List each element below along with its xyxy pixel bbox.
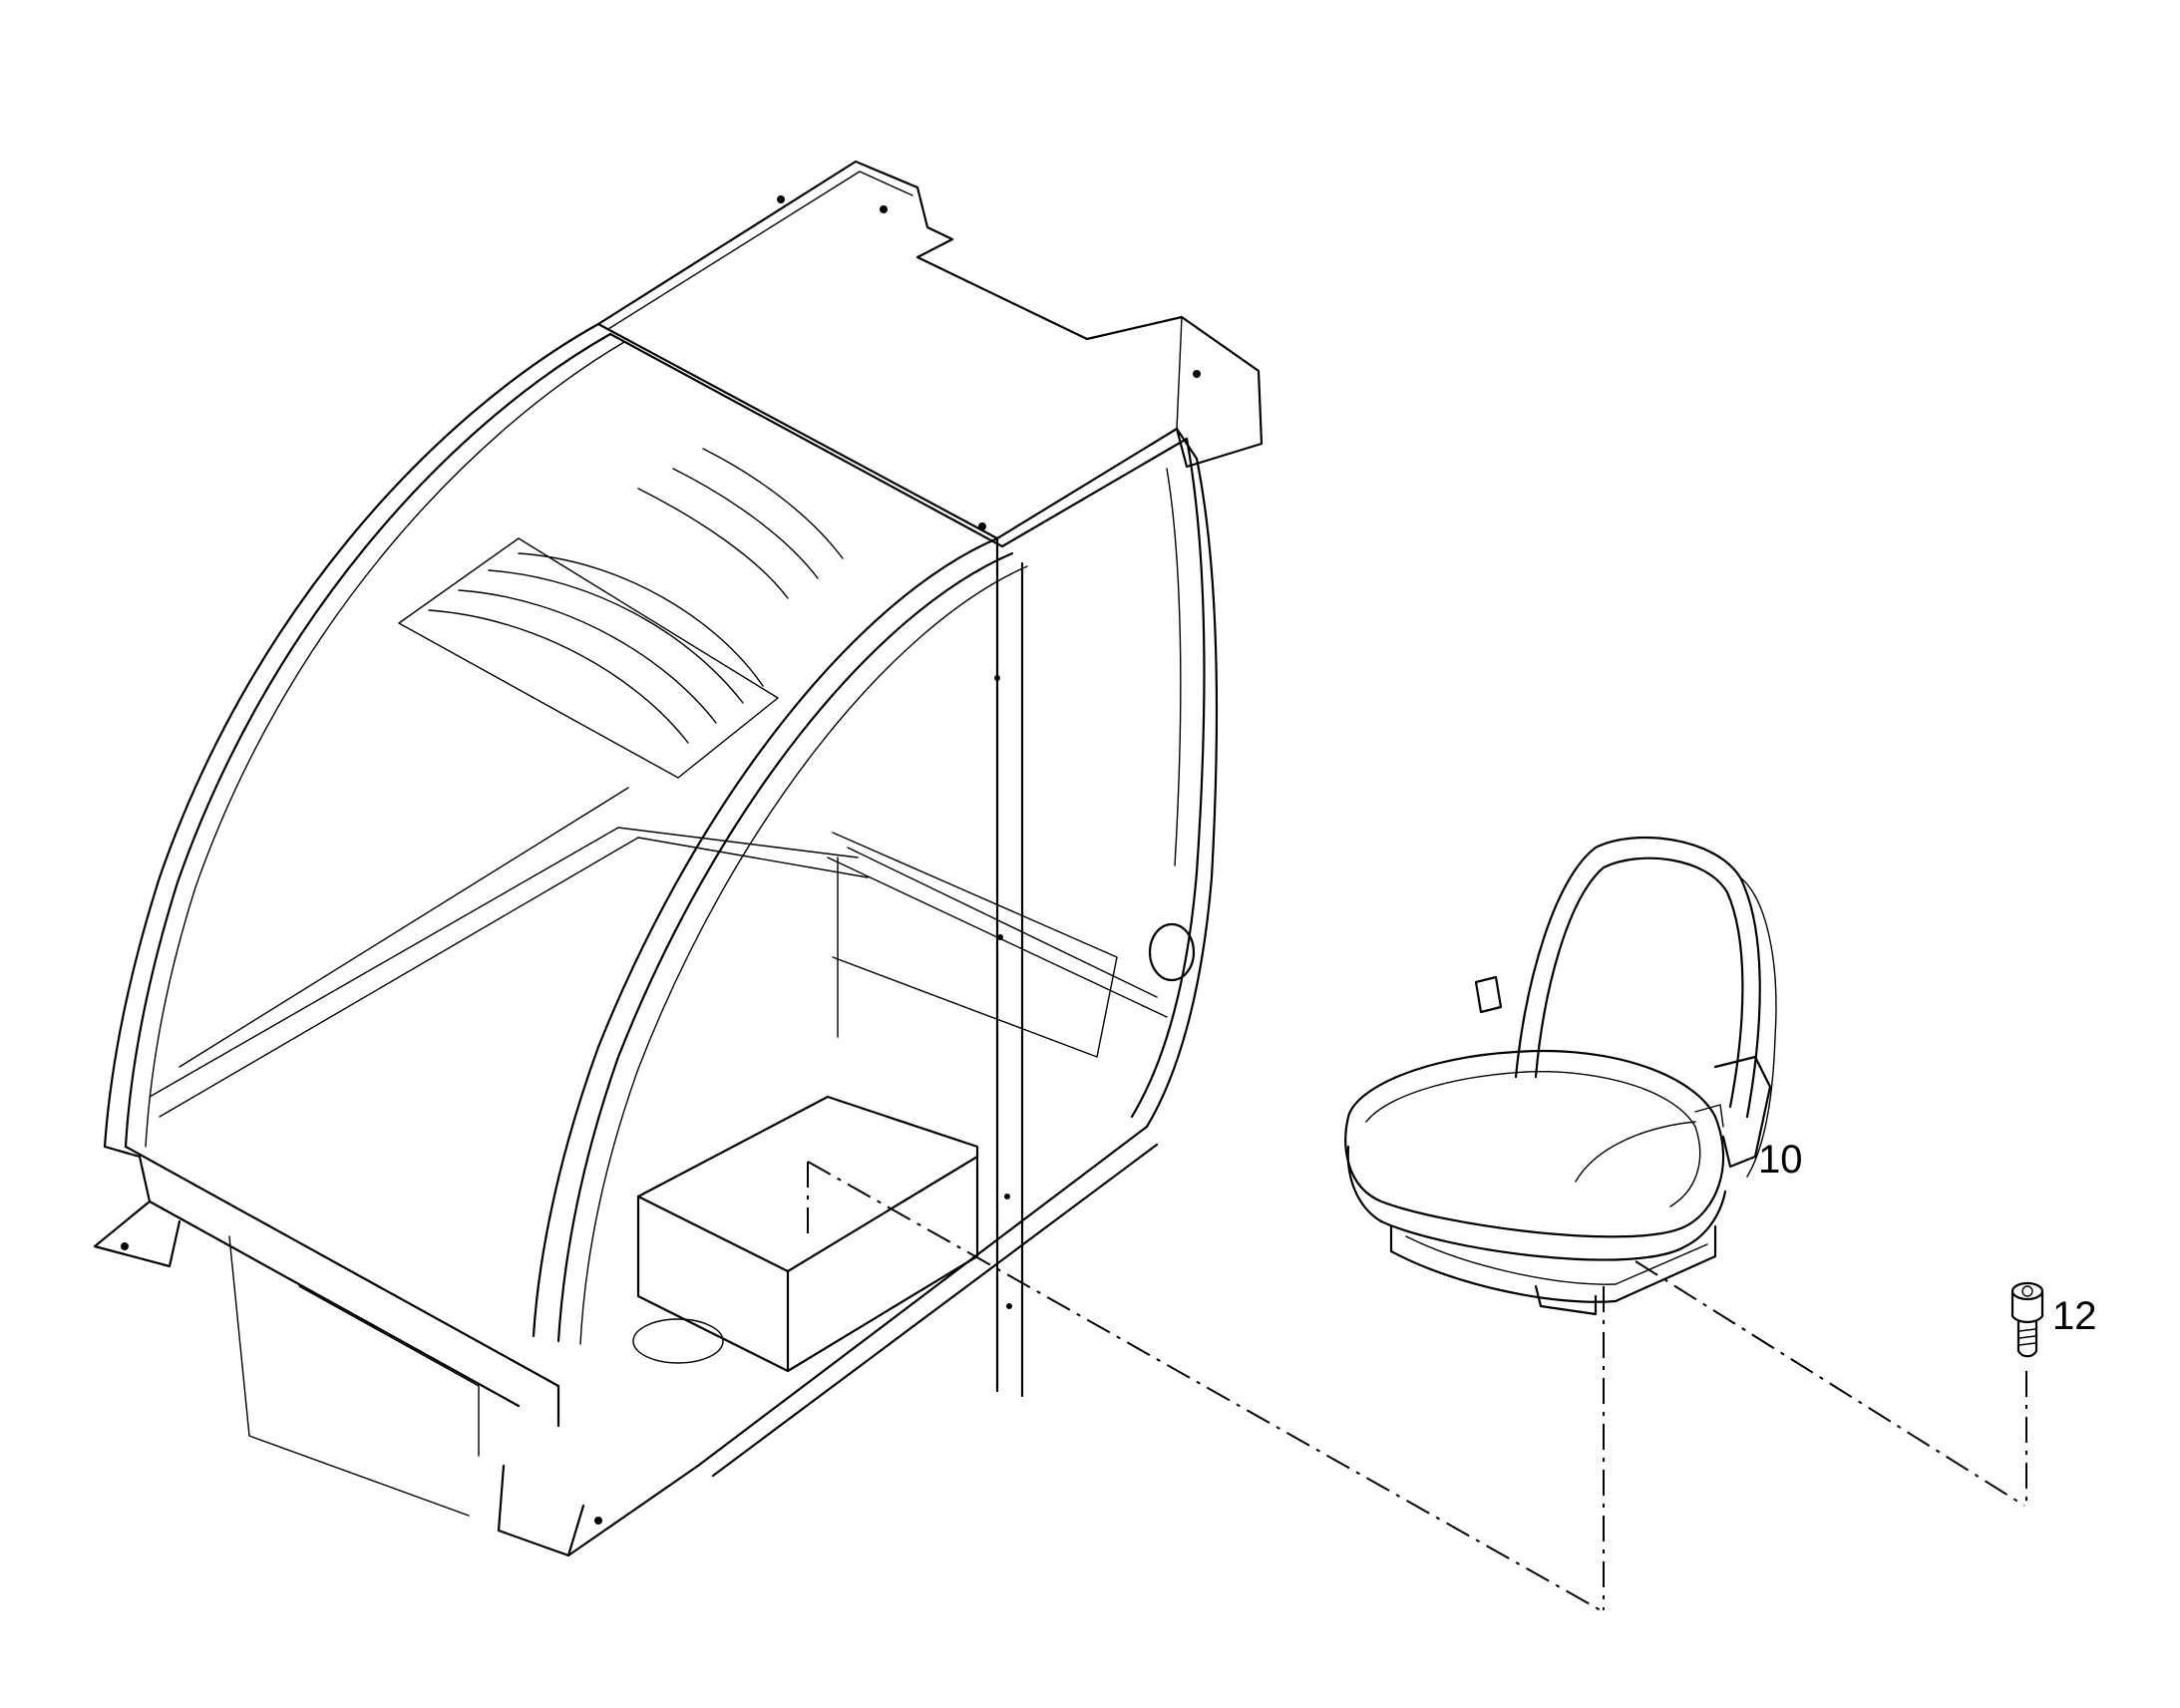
assembly-leaders — [807, 1161, 2027, 1611]
cab-frame-icon — [93, 160, 1264, 1557]
cap-screw-icon — [2010, 1281, 2044, 1358]
operator-seat-icon — [1344, 836, 1777, 1316]
leader-seat-to-screw-diagonal — [1635, 1260, 2025, 1507]
callout-screw-label: 12 — [2052, 1294, 2097, 1338]
leader-seat-to-frame-diagonal — [807, 1161, 1602, 1611]
callout-seat-label: 10 — [1758, 1138, 1803, 1182]
